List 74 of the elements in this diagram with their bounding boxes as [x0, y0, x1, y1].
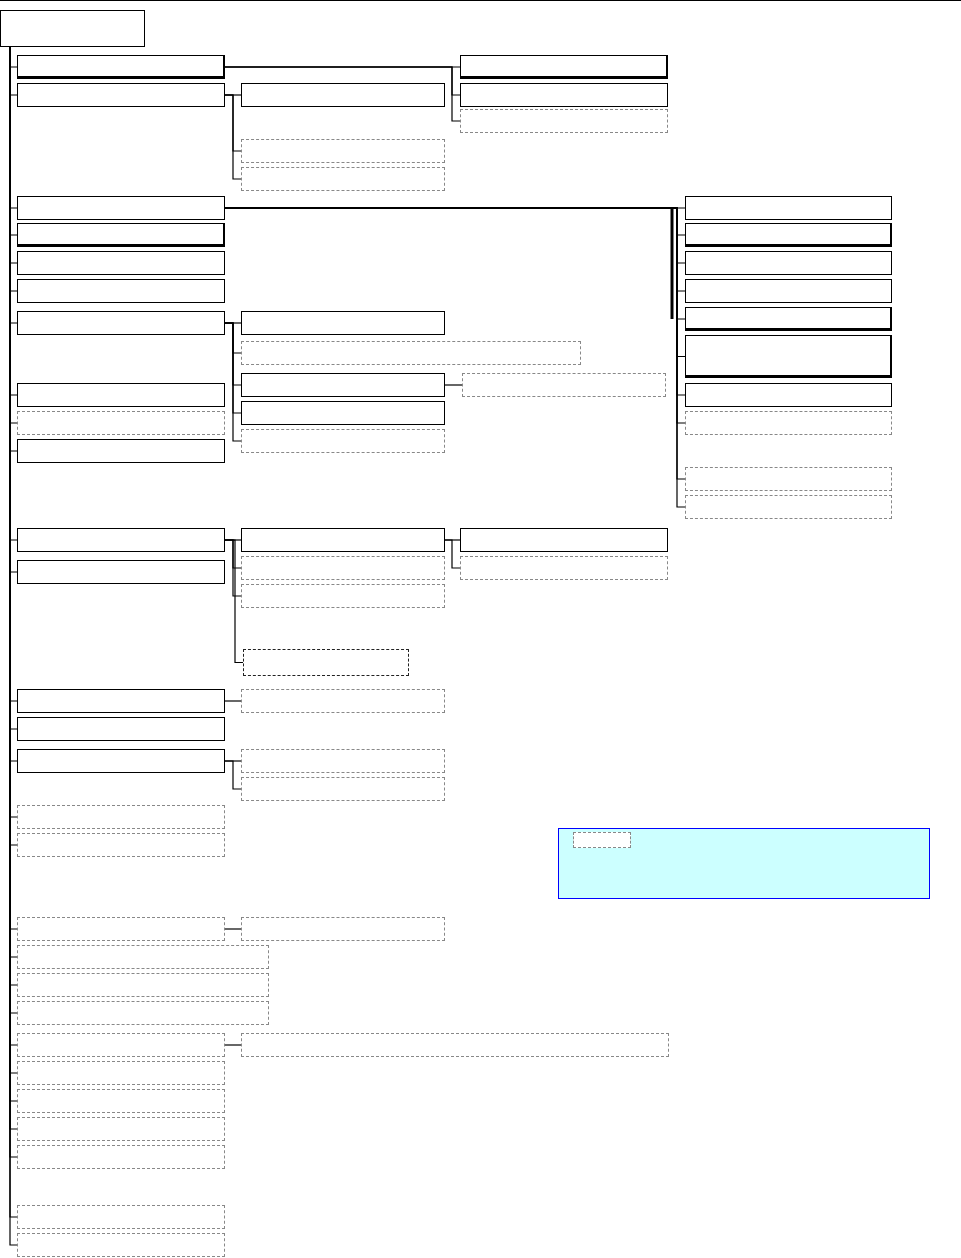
outline-box — [460, 528, 668, 552]
dashed-outline-box — [17, 1117, 225, 1141]
dashed-outline-box — [17, 917, 225, 941]
dashed-outline-box — [17, 1205, 225, 1229]
dashed-outline-box — [685, 495, 892, 519]
outline-box — [17, 383, 225, 407]
dashed-outline-box — [17, 1061, 225, 1085]
outline-box — [17, 196, 225, 220]
outline-box — [17, 223, 225, 247]
outline-box — [17, 717, 225, 741]
outline-box — [685, 307, 892, 331]
dashed-outline-box — [241, 1033, 669, 1057]
connector-line — [224, 539, 244, 664]
dashed-outline-box — [241, 429, 445, 453]
outline-box — [685, 383, 892, 407]
connector-line — [224, 760, 242, 790]
dashed-outline-box — [685, 411, 892, 435]
connector-line — [224, 700, 242, 702]
outline-box — [17, 311, 225, 335]
outline-box — [0, 10, 145, 47]
dashed-outline-box — [243, 649, 409, 676]
dashed-outline-box — [17, 1145, 225, 1169]
dashed-outline-box — [241, 777, 445, 801]
dashed-outline-box — [241, 556, 445, 580]
dashed-outline-box — [685, 467, 892, 491]
dashed-outline-box — [17, 1089, 225, 1113]
outline-box — [17, 279, 225, 303]
connector-line — [224, 1044, 242, 1046]
outline-box — [241, 311, 445, 335]
dashed-outline-box — [17, 1233, 225, 1257]
dashed-outline-box — [573, 832, 631, 848]
outline-box — [685, 251, 892, 275]
dashed-outline-box — [241, 341, 581, 365]
dashed-outline-box — [241, 749, 445, 773]
outline-box — [460, 83, 668, 107]
outline-box — [241, 401, 445, 425]
outline-box — [17, 83, 225, 107]
outline-box — [17, 439, 225, 463]
dashed-outline-box — [460, 109, 668, 133]
outline-box — [241, 528, 445, 552]
dashed-outline-box — [17, 1033, 225, 1057]
dashed-outline-box — [460, 556, 668, 580]
dashed-outline-box — [17, 1001, 269, 1025]
outline-box — [241, 83, 445, 107]
dashed-outline-box — [241, 584, 445, 608]
connector-line — [444, 539, 461, 569]
dashed-outline-box — [241, 167, 445, 191]
dashed-outline-box — [462, 373, 666, 397]
dashed-outline-box — [17, 945, 269, 969]
outline-box — [17, 528, 225, 552]
outline-box — [685, 196, 892, 220]
outline-box — [685, 279, 892, 303]
dashed-outline-box — [241, 139, 445, 163]
outline-box — [17, 251, 225, 275]
connector-line — [224, 928, 242, 930]
connector-line — [224, 322, 242, 442]
outline-box — [17, 689, 225, 713]
note-panel — [558, 828, 930, 899]
outline-box — [685, 335, 892, 378]
connector-line — [224, 94, 242, 180]
dashed-outline-box — [241, 689, 445, 713]
connector-line — [444, 384, 463, 386]
outline-box — [241, 373, 445, 397]
dashed-outline-box — [17, 833, 225, 857]
dashed-outline-box — [241, 917, 445, 941]
dashed-outline-box — [17, 805, 225, 829]
outline-box — [17, 560, 225, 584]
outline-box — [17, 55, 225, 79]
dashed-outline-box — [17, 411, 225, 435]
outline-box — [460, 55, 668, 79]
outline-box — [685, 223, 892, 247]
outline-box — [17, 749, 225, 773]
connector-line — [224, 66, 461, 122]
dashed-outline-box — [17, 973, 269, 997]
